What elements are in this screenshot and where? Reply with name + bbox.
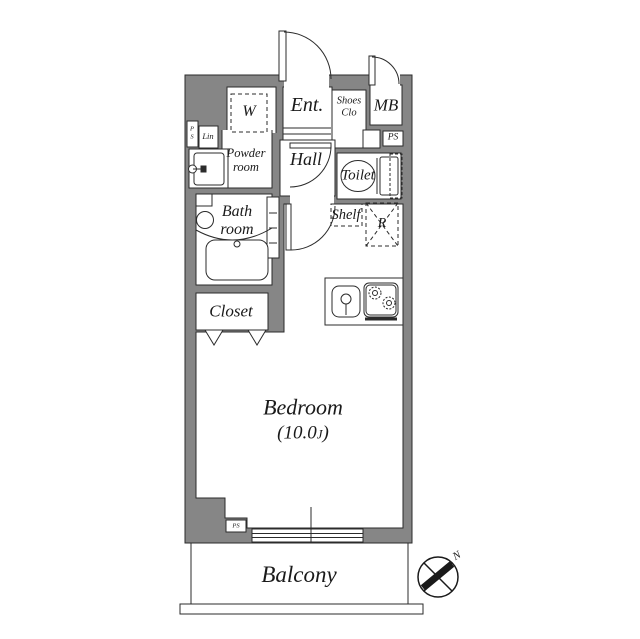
- label-bedroom: Bedroom: [263, 394, 343, 420]
- label-shelf: Shelf: [331, 206, 361, 223]
- small-shaft-box: [362, 129, 381, 149]
- mb-opening: [372, 74, 400, 86]
- label-washer-space: W: [242, 103, 256, 121]
- entrance-door: [278, 30, 332, 82]
- faucet-icon: [340, 293, 352, 305]
- toilet-icon: [340, 153, 403, 199]
- washer-space-box: [230, 93, 268, 133]
- balcony-rail: [179, 603, 424, 615]
- bathtub: [195, 193, 273, 281]
- closet-door-marks: [204, 329, 267, 346]
- hall-bedroom-opening: [290, 195, 334, 205]
- label-ps-bottom: PS: [232, 522, 240, 530]
- hall-door: [289, 142, 332, 188]
- label-meter-box: MB: [373, 95, 399, 115]
- shelf-box: [330, 203, 363, 227]
- kitchen-counter: [324, 277, 404, 326]
- label-hall: Hall: [289, 148, 323, 169]
- label-linen: Lin: [202, 131, 214, 142]
- label-powder-room: Powder room: [226, 146, 266, 174]
- label-closet: Closet: [209, 301, 253, 321]
- fridge-space-box: [365, 202, 399, 247]
- label-entrance: Ent.: [290, 93, 324, 116]
- ps-shaft-right: [382, 130, 404, 147]
- label-ps-right: PS: [387, 132, 399, 143]
- label-bedroom-size: (10.0J): [277, 422, 329, 444]
- bath-door: [266, 196, 280, 259]
- label-balcony: Balcony: [261, 562, 337, 588]
- shoes-closet-box: [331, 89, 367, 149]
- linen-box: [198, 125, 219, 149]
- stove-icon: [363, 282, 399, 321]
- label-shoes-closet: Shoes Clo: [336, 95, 362, 118]
- room-w-closet: [226, 86, 277, 133]
- entrance-opening: [284, 74, 329, 88]
- ps-shaft-bottom: [225, 519, 247, 533]
- washstand: [188, 148, 229, 189]
- balcony-window: [251, 507, 364, 549]
- label-fridge: R: [377, 216, 387, 232]
- meter-box: [369, 84, 403, 126]
- mb-door: [368, 55, 400, 86]
- balcony-area: [190, 542, 409, 605]
- label-ps-left: P S: [190, 125, 194, 141]
- compass-icon: [417, 556, 459, 598]
- ps-shaft-left: [186, 120, 199, 148]
- label-toilet: Toilet: [341, 167, 375, 184]
- bedroom-door: [285, 203, 336, 251]
- room-closet: [195, 292, 269, 331]
- label-bath-room: Bath room: [220, 203, 254, 238]
